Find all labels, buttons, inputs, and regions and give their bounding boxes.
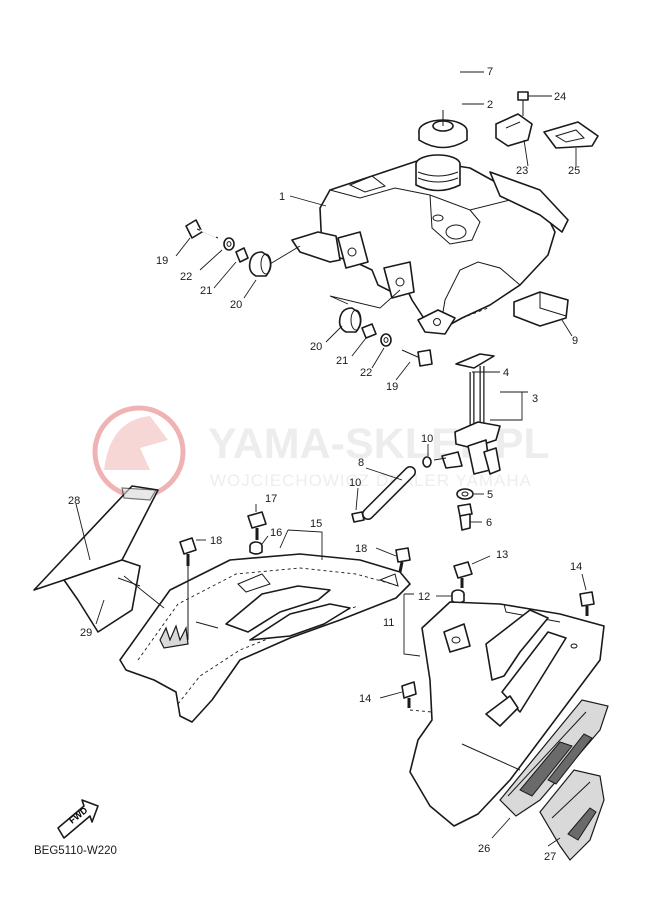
- callout-13: 13: [496, 549, 508, 561]
- collar-21-top[interactable]: [235, 247, 249, 263]
- callout-labels: 1 2 3 4 5 6 7 8 9 10 10 11 12 13 14 14 1…: [68, 66, 582, 863]
- callout-19-bottom: 19: [386, 381, 398, 393]
- callout-19-top: 19: [156, 255, 168, 267]
- fuel-cap[interactable]: [418, 110, 468, 149]
- callout-29: 29: [80, 627, 92, 639]
- callout-11: 11: [383, 617, 394, 629]
- decal-28[interactable]: [33, 485, 159, 591]
- washer-22-top[interactable]: [223, 237, 235, 251]
- callout-20-bottom: 20: [310, 341, 322, 353]
- collar-12[interactable]: [451, 589, 465, 604]
- decal-26[interactable]: [499, 699, 609, 817]
- callout-18-right: 18: [355, 543, 367, 555]
- callout-24: 24: [554, 91, 566, 103]
- callout-18-left: 18: [210, 535, 222, 547]
- callout-25: 25: [568, 165, 580, 177]
- callout-16: 16: [270, 527, 282, 539]
- gasket-4[interactable]: [455, 353, 495, 369]
- bolt-19-bottom[interactable]: [401, 349, 433, 367]
- callout-22-bottom: 22: [360, 367, 372, 379]
- callout-9: 9: [572, 335, 578, 347]
- callout-8: 8: [358, 457, 364, 469]
- callout-23: 23: [516, 165, 528, 177]
- bolt-18-right[interactable]: [395, 547, 411, 573]
- bolt-24[interactable]: [517, 91, 529, 116]
- washer-22-bottom[interactable]: [380, 333, 392, 347]
- callout-27: 27: [544, 851, 556, 863]
- callout-2: 2: [487, 99, 493, 111]
- callout-1: 1: [279, 191, 285, 203]
- damper-9[interactable]: [513, 291, 569, 327]
- callout-26: 26: [478, 843, 490, 855]
- bolt-17[interactable]: [247, 511, 267, 540]
- callout-10-upper: 10: [421, 433, 433, 445]
- fuel-tank[interactable]: [291, 154, 569, 335]
- callout-21-top: 21: [200, 285, 212, 297]
- washer-5[interactable]: [456, 488, 474, 500]
- callout-6: 6: [486, 517, 492, 529]
- fuel-hose-8[interactable]: [362, 466, 416, 520]
- vent-hose[interactable]: [330, 57, 461, 161]
- clip-10-upper[interactable]: [422, 456, 432, 468]
- bolt-14-right[interactable]: [579, 591, 595, 616]
- callout-28: 28: [68, 495, 80, 507]
- fwd-arrow-icon: FWD: [57, 799, 99, 839]
- callout-20-top: 20: [230, 299, 242, 311]
- side-cover-11[interactable]: [409, 601, 605, 827]
- callout-14-left: 14: [359, 693, 371, 705]
- callout-14-right: 14: [570, 561, 582, 573]
- bolt-18-left[interactable]: [179, 537, 197, 566]
- callout-5: 5: [487, 489, 493, 501]
- decal-27[interactable]: [539, 769, 605, 861]
- decal-29[interactable]: [63, 559, 141, 633]
- diagram-code: BEG5110-W220: [34, 845, 117, 857]
- callout-4: 4: [503, 367, 509, 379]
- callout-12: 12: [418, 591, 430, 603]
- fuel-cock-3[interactable]: [433, 366, 501, 475]
- callout-15: 15: [310, 518, 322, 530]
- callout-21-bottom: 21: [336, 355, 348, 367]
- callout-17: 17: [265, 493, 277, 505]
- side-cover-15[interactable]: [119, 553, 411, 723]
- damper-20-bottom[interactable]: [338, 307, 362, 333]
- bracket-23[interactable]: [495, 113, 533, 147]
- bolt-19-top[interactable]: [185, 219, 219, 239]
- clip-10-lower[interactable]: [351, 511, 365, 523]
- bolt-13[interactable]: [453, 561, 473, 588]
- collar-16[interactable]: [249, 541, 263, 555]
- callout-10-lower: 10: [349, 477, 361, 489]
- callout-7: 7: [487, 66, 493, 78]
- watermark-logo-mark: [104, 416, 168, 470]
- watermark-subtitle: WOJCIECHOWICZ DEALER YAMAHA: [210, 471, 532, 490]
- collar-21-bottom[interactable]: [361, 323, 377, 339]
- callout-22-top: 22: [180, 271, 192, 283]
- clip-25[interactable]: [543, 121, 599, 149]
- callout-3: 3: [532, 393, 538, 405]
- leader-lines: [75, 71, 587, 847]
- screw-6[interactable]: [457, 503, 473, 531]
- damper-20-top[interactable]: [248, 251, 272, 277]
- bolt-14-left[interactable]: [401, 681, 417, 708]
